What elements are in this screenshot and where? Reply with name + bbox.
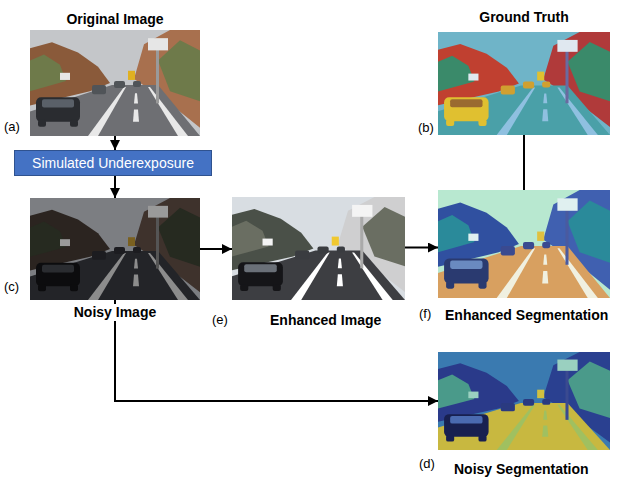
flow-arrow <box>114 136 116 150</box>
panel-letter: (e) <box>212 311 228 328</box>
panel-title: Original Image <box>64 11 165 28</box>
flow-arrow <box>114 176 116 198</box>
panel-title: Noisy Segmentation <box>452 461 591 478</box>
flow-arrow <box>405 247 438 249</box>
flow-arrow <box>115 300 438 401</box>
image-panel: (f)Enhanced Segmentation <box>438 190 610 298</box>
panel-title: Noisy Image <box>72 304 158 321</box>
image-panel: (d)Noisy Segmentation <box>438 352 610 450</box>
panel-title: Enhanced Image <box>268 312 383 329</box>
panel-title: Ground Truth <box>477 9 570 26</box>
panel-letter: (d) <box>419 455 435 472</box>
image-panel: Ground Truth(b) <box>438 32 610 135</box>
process-box: Simulated Underexposure <box>14 150 212 176</box>
image-panel: Original Image(a) <box>30 30 200 136</box>
flow-arrow <box>200 248 232 250</box>
image-panel: (e)Enhanced Image <box>232 197 405 300</box>
panel-letter: (a) <box>4 118 20 135</box>
panel-letter: (f) <box>419 305 431 322</box>
image-panel: (c)Noisy Image <box>30 198 200 300</box>
connector-line <box>523 135 525 190</box>
process-label: Simulated Underexposure <box>32 155 194 172</box>
panel-title: Enhanced Segmentation <box>443 307 610 324</box>
panel-letter: (c) <box>4 278 19 295</box>
panel-letter: (b) <box>418 119 434 136</box>
